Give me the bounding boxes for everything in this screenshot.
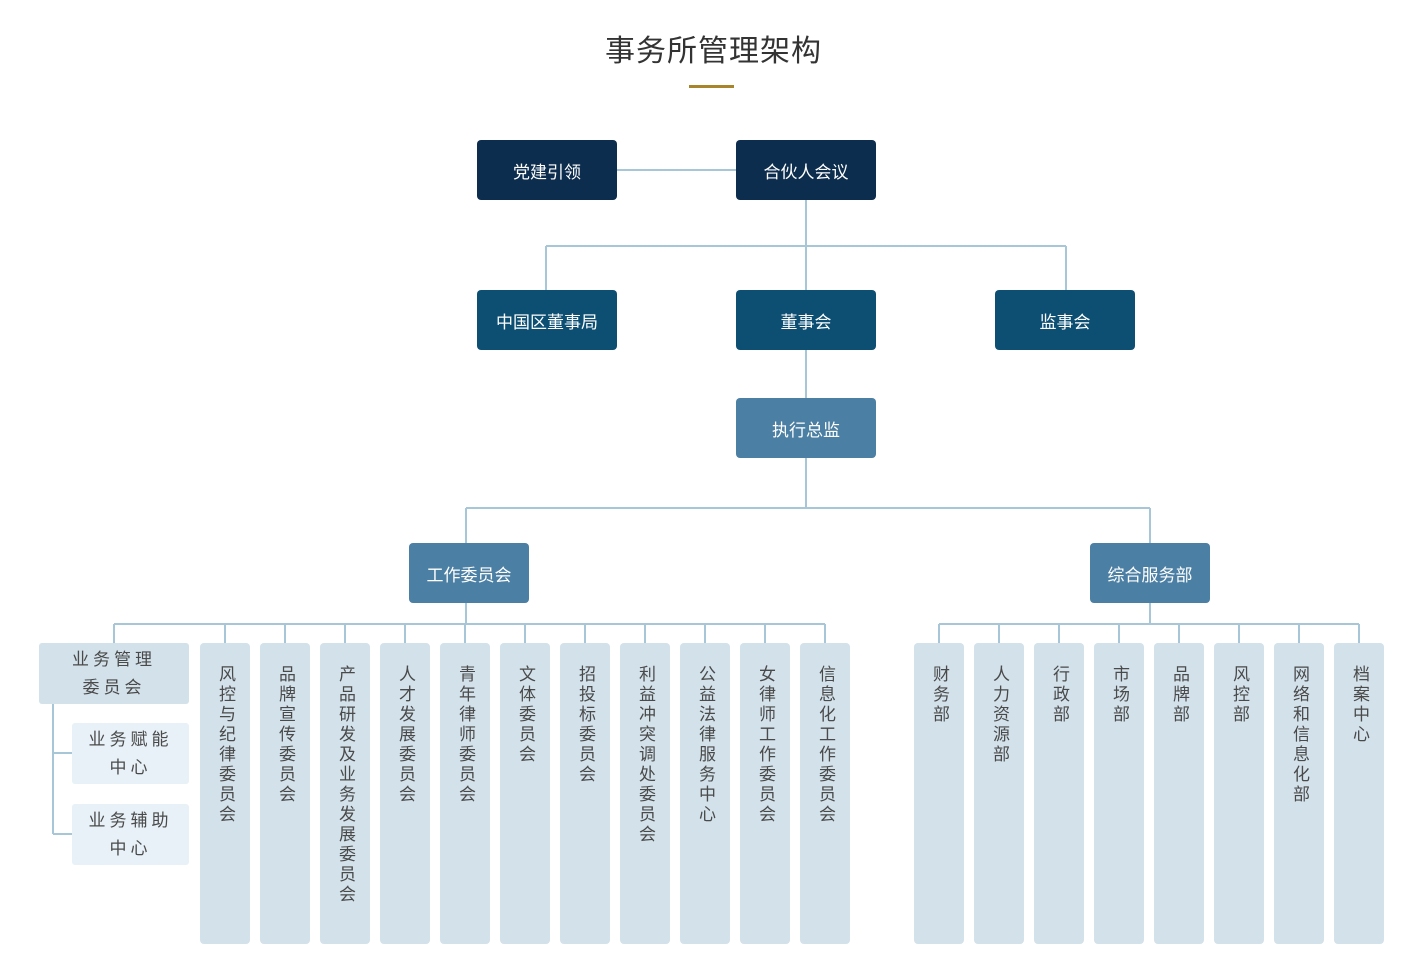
committee-column: 利益冲突调处委员会 bbox=[620, 643, 670, 944]
department-label: 网络和信息化部 bbox=[1289, 665, 1309, 805]
committee-label: 青年律师委员会 bbox=[455, 665, 475, 805]
committee-label: 利益冲突调处委员会 bbox=[635, 665, 655, 845]
supervisory-board-box: 监事会 bbox=[995, 290, 1135, 350]
title-underline bbox=[689, 85, 734, 88]
committee-column: 品牌宣传委员会 bbox=[260, 643, 310, 944]
committee-column: 招投标委员会 bbox=[560, 643, 610, 944]
committee-column: 公益法律服务中心 bbox=[680, 643, 730, 944]
supervisory-board-label: 监事会 bbox=[1039, 312, 1091, 333]
department-label: 人力资源部 bbox=[989, 665, 1009, 765]
department-label: 财务部 bbox=[929, 665, 949, 725]
committee-label: 产品研发及业务发展委员会 bbox=[335, 665, 355, 905]
committee-column: 文体委员会 bbox=[500, 643, 550, 944]
committees-branch-label: 工作委员会 bbox=[426, 565, 512, 586]
business-management-label-1: 业务管理 bbox=[72, 649, 156, 670]
committees-branch-box: 工作委员会 bbox=[409, 543, 529, 603]
department-column: 品牌部 bbox=[1154, 643, 1204, 944]
business-enablement-label-2: 中心 bbox=[109, 757, 152, 778]
committee-label: 信息化工作委员会 bbox=[815, 665, 835, 825]
party-leadership-label: 党建引领 bbox=[513, 162, 581, 183]
executive-director-box: 执行总监 bbox=[736, 398, 876, 458]
department-column: 行政部 bbox=[1034, 643, 1084, 944]
business-enablement-label-1: 业务赋能 bbox=[88, 729, 173, 750]
board-box: 董事会 bbox=[736, 290, 876, 350]
department-label: 档案中心 bbox=[1349, 665, 1369, 745]
partners-meeting-box: 合伙人会议 bbox=[736, 140, 876, 200]
department-column: 人力资源部 bbox=[974, 643, 1024, 944]
business-management-label-2: 委员会 bbox=[82, 677, 146, 698]
department-column: 网络和信息化部 bbox=[1274, 643, 1324, 944]
department-label: 品牌部 bbox=[1169, 665, 1189, 725]
department-label: 市场部 bbox=[1109, 665, 1129, 725]
department-label: 风控部 bbox=[1229, 665, 1249, 725]
business-support-label-2: 中心 bbox=[109, 838, 152, 859]
committee-label: 品牌宣传委员会 bbox=[275, 665, 295, 805]
committee-label: 文体委员会 bbox=[515, 665, 535, 765]
department-label: 行政部 bbox=[1049, 665, 1069, 725]
business-management-box: 业务管理 委员会 bbox=[39, 643, 189, 704]
services-branch-label: 综合服务部 bbox=[1107, 565, 1193, 586]
committee-label: 人才发展委员会 bbox=[395, 665, 415, 805]
business-enablement-box: 业务赋能 中心 bbox=[72, 723, 189, 784]
committee-column: 信息化工作委员会 bbox=[800, 643, 850, 944]
department-column: 市场部 bbox=[1094, 643, 1144, 944]
committee-column: 风控与纪律委员会 bbox=[200, 643, 250, 944]
china-board-box: 中国区董事局 bbox=[477, 290, 617, 350]
department-column: 财务部 bbox=[914, 643, 964, 944]
partners-meeting-label: 合伙人会议 bbox=[763, 162, 849, 183]
committee-label: 风控与纪律委员会 bbox=[215, 665, 235, 825]
board-label: 董事会 bbox=[780, 312, 832, 333]
china-board-label: 中国区董事局 bbox=[496, 312, 598, 333]
committee-label: 公益法律服务中心 bbox=[695, 665, 715, 825]
committee-column: 产品研发及业务发展委员会 bbox=[320, 643, 370, 944]
page-title: 事务所管理架构 bbox=[605, 34, 822, 69]
department-column: 档案中心 bbox=[1334, 643, 1384, 944]
committee-column: 人才发展委员会 bbox=[380, 643, 430, 944]
committee-label: 招投标委员会 bbox=[575, 665, 595, 785]
committee-column: 女律师工作委员会 bbox=[740, 643, 790, 944]
committee-column: 青年律师委员会 bbox=[440, 643, 490, 944]
business-support-box: 业务辅助 中心 bbox=[72, 804, 189, 865]
executive-director-label: 执行总监 bbox=[772, 420, 840, 441]
services-branch-box: 综合服务部 bbox=[1090, 543, 1210, 603]
business-support-label-1: 业务辅助 bbox=[88, 810, 173, 831]
department-column: 风控部 bbox=[1214, 643, 1264, 944]
committee-label: 女律师工作委员会 bbox=[755, 665, 775, 825]
party-leadership-box: 党建引领 bbox=[477, 140, 617, 200]
